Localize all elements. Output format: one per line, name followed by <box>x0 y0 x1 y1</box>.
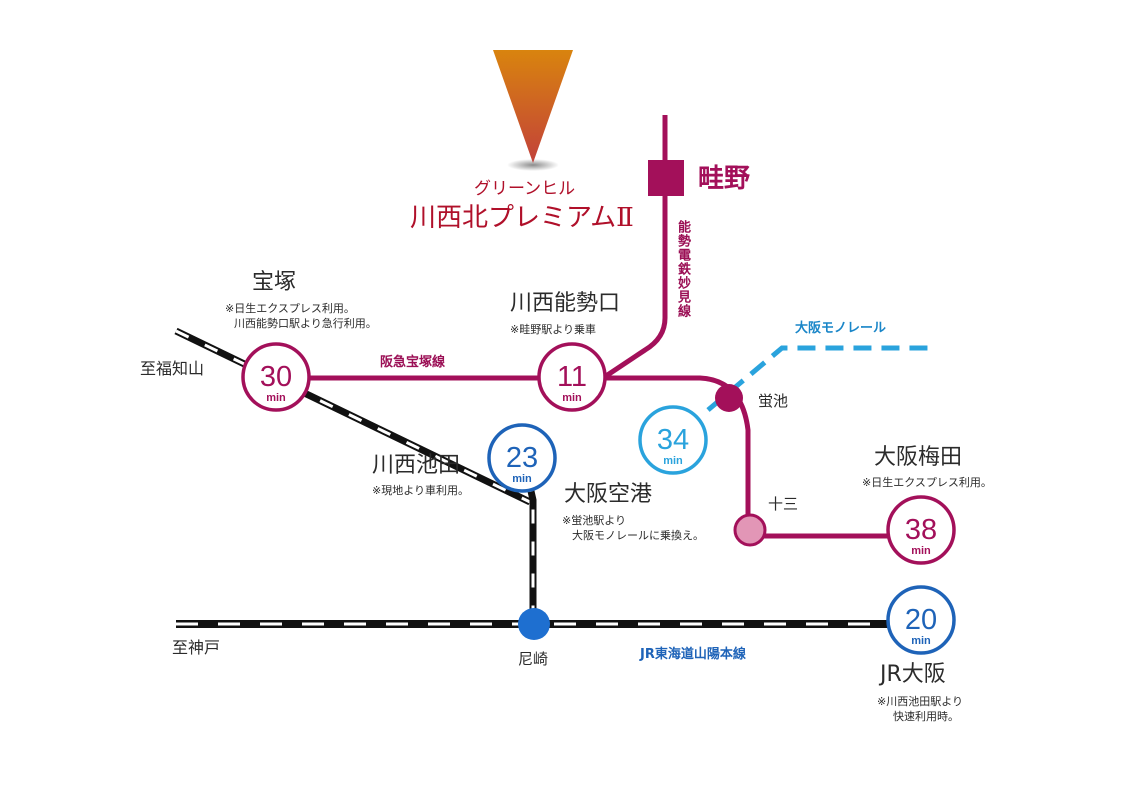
destination-title-line1: グリーンヒル <box>474 179 576 199</box>
time-value: 30 <box>260 361 292 393</box>
osaka-airport-note-2: 大阪モノレールに乗換え。 <box>572 529 704 542</box>
time-badge-kawanishinoseguchi: 11 min <box>537 342 607 412</box>
destination-title-line2: 川西北プレミアムⅡ <box>410 203 634 233</box>
osaka-airport-note-1: ※蛍池駅より <box>562 514 626 527</box>
jr-tokaido-line-label: JR東海道山陽本線 <box>640 647 746 662</box>
time-value: 11 <box>557 361 587 393</box>
juso-label: 十三 <box>768 495 799 513</box>
amagasaki-label: 尼崎 <box>518 650 549 668</box>
kawanishiikeda-note: ※現地より車利用。 <box>372 484 469 497</box>
hotarugaike-label: 蛍池 <box>758 392 789 410</box>
jr-osaka-note-1: ※川西池田駅より <box>877 695 963 708</box>
time-unit: min <box>663 455 683 467</box>
kawanishinoseguchi-label: 川西能勢口 <box>510 291 621 316</box>
time-value: 23 <box>506 442 538 474</box>
takarazuka-note-2: 川西能勢口駅より急行利用。 <box>234 317 377 330</box>
osaka-airport-label: 大阪空港 <box>564 482 653 507</box>
unebino-label: 畦野 <box>698 164 751 194</box>
time-badge-osaka-airport: 34 min <box>638 405 708 475</box>
takarazuka-label: 宝塚 <box>252 270 297 295</box>
time-badge-jr-osaka: 20 min <box>886 585 956 655</box>
time-unit: min <box>512 473 532 485</box>
amagasaki-station-marker <box>518 608 550 640</box>
unebino-station-marker <box>648 160 684 196</box>
time-badge-takarazuka: 30 min <box>241 342 311 412</box>
time-unit: min <box>911 635 931 647</box>
time-value: 20 <box>905 604 937 636</box>
takarazuka-note-1: ※日生エクスプレス利用。 <box>225 302 355 315</box>
time-unit: min <box>562 392 582 404</box>
time-value: 38 <box>905 514 937 546</box>
hotarugaike-station-marker <box>715 384 743 412</box>
time-unit: min <box>266 392 286 404</box>
time-badge-osaka-umeda: 38 min <box>886 495 956 565</box>
nose-line <box>598 115 668 383</box>
to-kobe-label: 至神戸 <box>172 638 221 657</box>
jr-osaka-label: JR大阪 <box>880 662 946 687</box>
time-badge-kawanishiikeda: 23 min <box>487 423 557 493</box>
nose-line-label: 能勢電鉄妙見線 <box>675 220 690 318</box>
time-value: 34 <box>657 424 689 456</box>
monorail-line-label: 大阪モノレール <box>795 321 887 336</box>
destination-marker <box>493 50 573 163</box>
to-fukuchiyama-label: 至福知山 <box>140 359 205 378</box>
kawanishinoseguchi-note: ※畦野駅より乗車 <box>510 323 596 336</box>
juso-station-marker <box>733 513 767 547</box>
hankyu-line-label: 阪急宝塚線 <box>380 355 446 370</box>
jr-osaka-note-2: 快速利用時。 <box>893 710 959 723</box>
jr-fukuchiyama-line <box>174 327 532 506</box>
destination-marker-shadow <box>507 159 559 171</box>
osaka-umeda-note: ※日生エクスプレス利用。 <box>862 476 992 489</box>
kawanishiikeda-label: 川西池田 <box>372 453 461 478</box>
time-unit: min <box>911 545 931 557</box>
osaka-umeda-label: 大阪梅田 <box>874 445 963 470</box>
